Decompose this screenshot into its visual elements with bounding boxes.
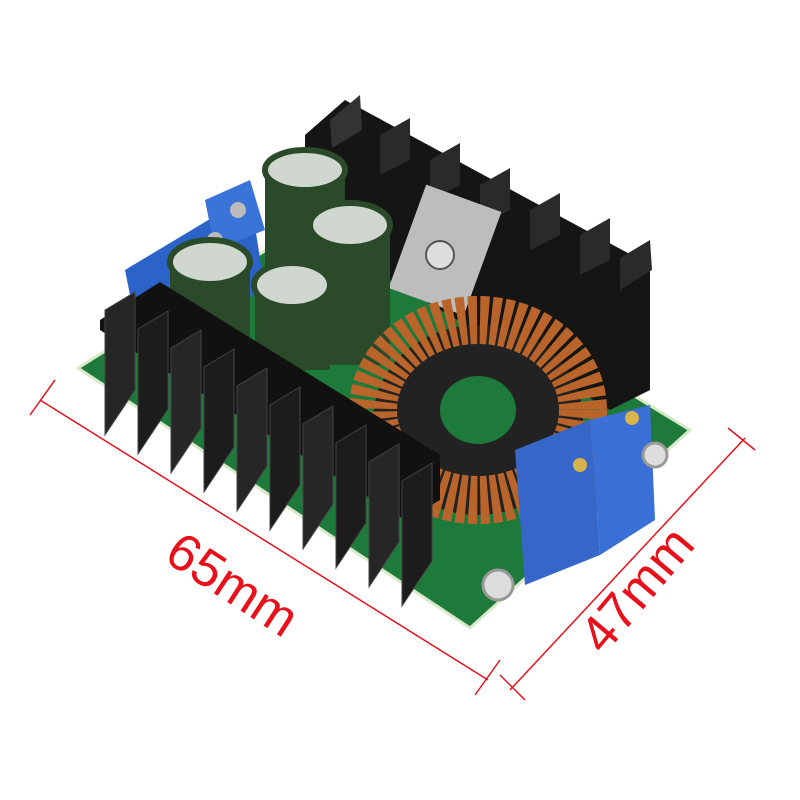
heatsink-fin <box>335 424 367 570</box>
trim-potentiometers <box>515 405 655 585</box>
width-dimension-line <box>499 427 756 701</box>
heatsink-fin <box>302 405 334 551</box>
heatsink-fin <box>137 310 169 456</box>
heatsink-fin <box>236 367 268 513</box>
mounting-hole <box>641 441 669 469</box>
heatsink-fin <box>203 348 235 494</box>
length-dimension-line <box>29 379 501 696</box>
heatsink-fin <box>104 291 136 437</box>
screw <box>425 240 455 270</box>
heatsink-fin <box>401 462 433 608</box>
heatsink-fin <box>269 386 301 532</box>
front-heatsink <box>100 282 440 608</box>
heatsink-fin <box>170 329 202 475</box>
heatsink-fin <box>368 443 400 589</box>
mounting-hole <box>481 568 515 602</box>
